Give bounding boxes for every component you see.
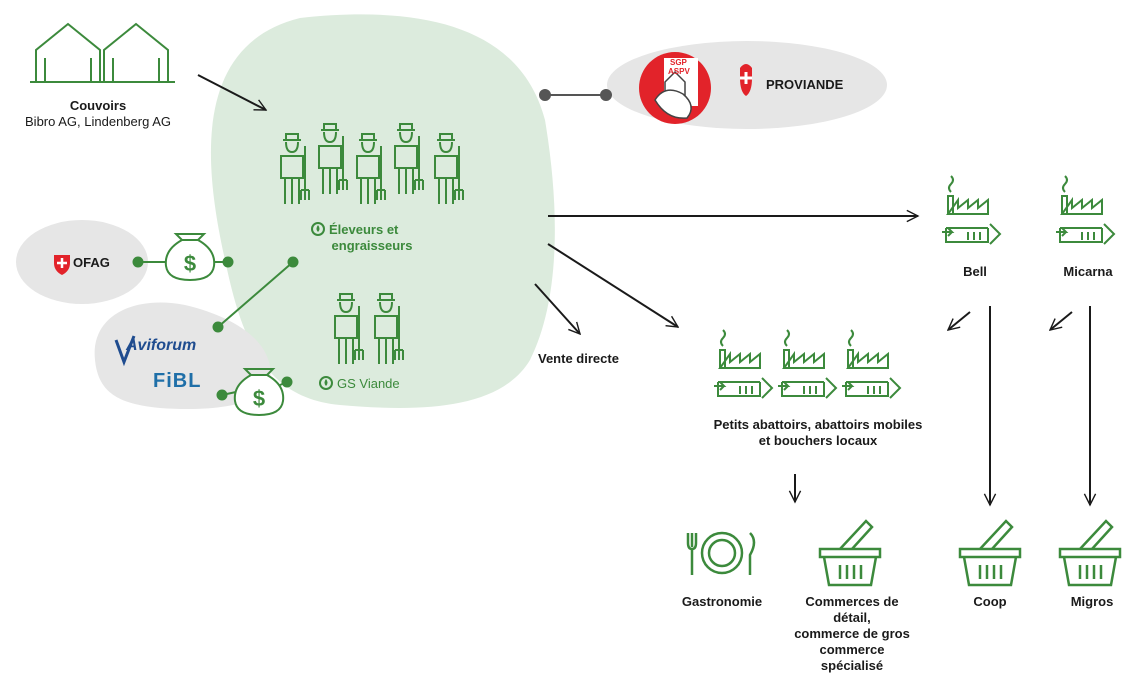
small-abattoirs-line1: Petits abattoirs, abattoirs mobiles	[713, 417, 923, 432]
ofag-money-bag-icon	[164, 233, 216, 281]
retail-label-line1: Commerces de	[805, 594, 899, 609]
arrow-farmers-to-small-abattoirs	[547, 243, 678, 328]
gs-viande-flame-icon	[319, 376, 333, 390]
aspv-label: ASPV	[668, 67, 690, 76]
association-connector	[539, 89, 612, 101]
small-abattoir-icon	[777, 329, 837, 399]
funding-connectors	[132, 256, 299, 401]
retail-label-line3: commerce de gros	[794, 626, 910, 641]
aviforum-logo-text: Aviforum	[126, 337, 197, 354]
arrow-bell-to-small-abattoirs	[948, 311, 971, 330]
retail-basket-icon	[818, 519, 882, 587]
plate-icon	[686, 531, 756, 575]
farmers-label-line2: engraisseurs	[331, 238, 413, 253]
aviforum-swoosh-icon	[114, 335, 136, 367]
small-abattoir-icon	[713, 329, 773, 399]
bell-label: Bell	[963, 264, 987, 279]
gs-viande-label: GS Viande	[337, 376, 400, 391]
arrow-micarna-to-small-abattoirs	[1050, 311, 1073, 330]
small-abattoir-icon	[841, 329, 901, 399]
migros-label: Migros	[1070, 594, 1114, 609]
coop-label: Coop	[973, 594, 1007, 609]
sgp-label: SGP	[670, 58, 687, 67]
farmers-label-line1: Éleveurs et	[329, 222, 399, 237]
hatcheries-names: Bibro AG, Lindenberg AG	[25, 114, 171, 129]
direct-sale-label: Vente directe	[538, 351, 619, 366]
hatcheries-title: Couvoirs	[69, 98, 127, 113]
sgp-aspv-logo	[639, 52, 711, 124]
research-blob	[94, 302, 271, 410]
retail-label-line2: détail,	[833, 610, 871, 625]
ofag-blob	[16, 220, 148, 304]
retail-label-line4: commerce	[819, 642, 885, 657]
micarna-label: Micarna	[1063, 264, 1113, 279]
retail-label-line5: spécialisé	[820, 658, 884, 673]
flow-arrows	[197, 74, 1090, 505]
proviande-shield-icon	[740, 64, 752, 96]
hatchery-icon	[30, 22, 175, 83]
proviande-label: PROVIANDE	[766, 77, 844, 92]
farmers-flame-icon	[311, 222, 325, 236]
arrow-farmers-to-direct-sale	[534, 283, 580, 334]
migros-basket-icon	[1058, 519, 1122, 587]
arrow-hatcheries-to-farmers	[197, 74, 266, 111]
coop-basket-icon	[958, 519, 1022, 587]
small-abattoirs-line2: et bouchers locaux	[758, 433, 878, 448]
ofag-label: OFAG	[73, 255, 110, 270]
farmers-blob	[210, 14, 555, 408]
swiss-shield-icon	[54, 255, 70, 275]
fibl-logo-text: FiBL	[153, 370, 202, 392]
bell-factory-icon	[941, 175, 1001, 245]
micarna-factory-icon	[1055, 175, 1115, 245]
gastronomy-label: Gastronomie	[681, 594, 763, 609]
